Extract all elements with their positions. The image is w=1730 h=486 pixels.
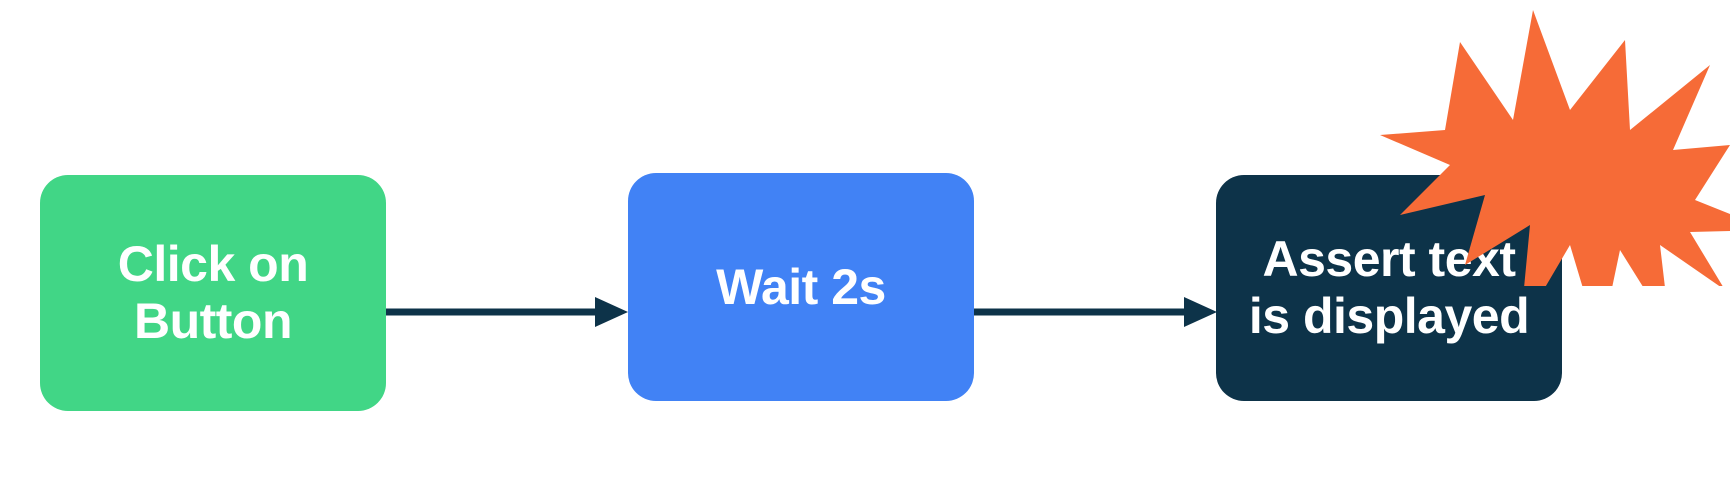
connector-click-to-wait: [385, 297, 628, 327]
arrowhead-icon: [1184, 297, 1217, 327]
node-click-on-button-label: Click on Button: [117, 236, 309, 349]
node-wait-2s[interactable]: Wait 2s: [628, 173, 974, 401]
arrowhead-icon: [595, 297, 628, 327]
connector-wait-to-assert: [974, 297, 1217, 327]
node-assert-text-is-displayed-label: Assert text is displayed: [1248, 231, 1530, 344]
node-click-on-button[interactable]: Click on Button: [40, 175, 386, 411]
node-assert-text-is-displayed[interactable]: Assert text is displayed: [1216, 175, 1562, 401]
node-wait-2s-label: Wait 2s: [716, 258, 886, 315]
